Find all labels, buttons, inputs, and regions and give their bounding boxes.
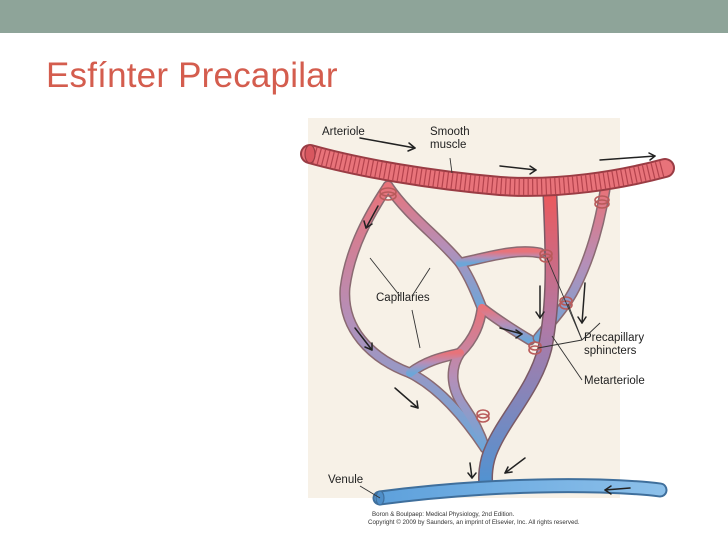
slide-title: Esfínter Precapilar [46, 56, 338, 95]
venule-label: Venule [328, 474, 364, 486]
arteriole-vessel [300, 144, 675, 197]
precapillary-sphincters [379, 187, 610, 423]
credit-line-2: Copyright © 2009 by Saunders, an imprint… [368, 519, 580, 526]
arteriole-label: Arteriole [322, 126, 365, 138]
smooth-muscle-label-line1: Smooth [430, 126, 470, 138]
precapillary-sphincters-label-line1: Precapillary [584, 332, 645, 344]
credit-line-1: Boron & Boulpaep: Medical Physiology, 2n… [372, 511, 515, 518]
leader-lines [359, 157, 601, 499]
top-band [0, 0, 728, 33]
capillary-network [339, 180, 546, 454]
capillaries-label: Capillaries [376, 292, 430, 304]
metarteriole-label: Metarteriole [584, 375, 645, 387]
microcirculation-figure: Arteriole Smooth muscle Capillaries Prec… [300, 118, 728, 546]
precapillary-sphincters-label-line2: sphincters [584, 345, 637, 357]
smooth-muscle-label-line2: muscle [430, 139, 467, 151]
microcirculation-diagram [300, 118, 675, 506]
flow-arrows [354, 137, 656, 495]
